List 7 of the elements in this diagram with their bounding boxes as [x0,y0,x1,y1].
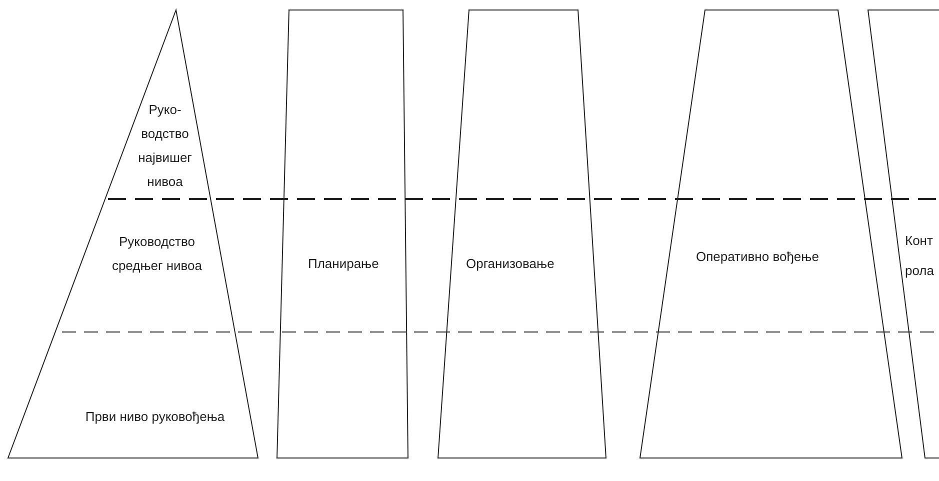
level-label: Руководство средњег нивоа [110,233,204,275]
function-label: Планирање [308,255,380,273]
level-label: Руко-водство највишег нивоа [137,101,193,191]
level-label: Први ниво руковођења [84,408,226,426]
function-label: Контрола [905,232,935,280]
function-label: Организовање [466,255,556,273]
function-label: Оперативно вођење [696,248,820,266]
